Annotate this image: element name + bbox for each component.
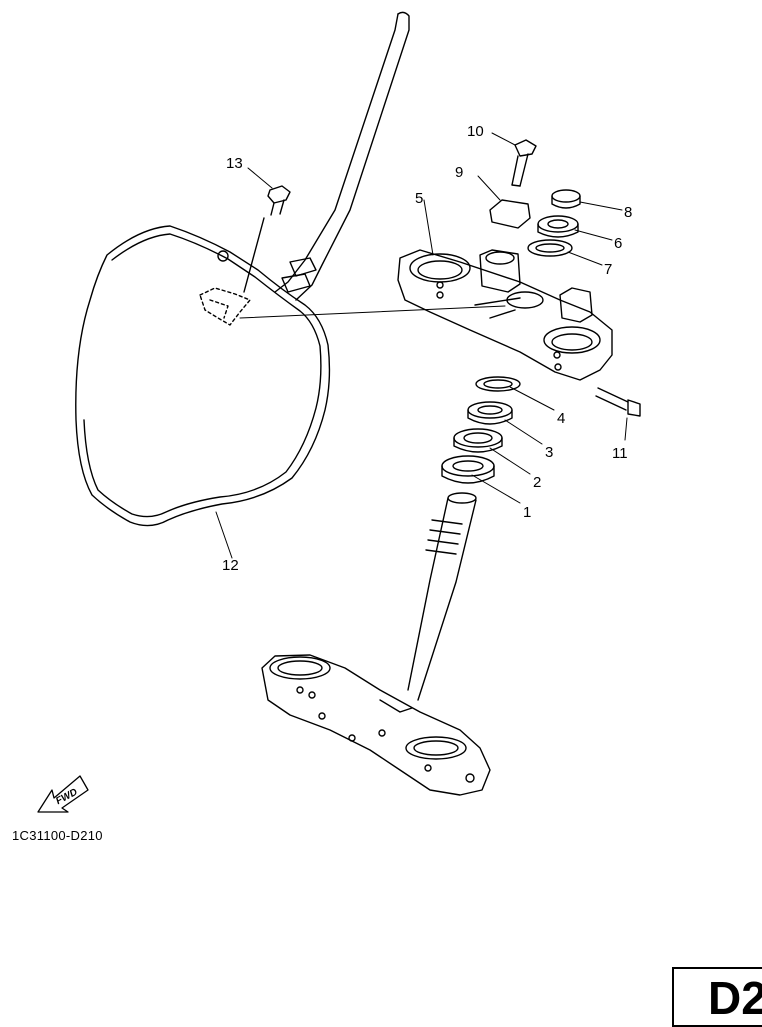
upper-bracket <box>397 249 613 381</box>
page-id: D2 <box>708 972 762 1024</box>
handlebar-holder <box>479 199 593 323</box>
washers <box>527 189 581 257</box>
fwd-arrow-icon: FWD <box>37 775 89 813</box>
mounting-line <box>239 305 506 319</box>
bolt-13 <box>243 185 291 293</box>
part-number-1: 1 <box>523 504 531 521</box>
number-plate <box>75 225 331 527</box>
bolt-10 <box>511 139 537 187</box>
part-number-7: 7 <box>604 261 612 278</box>
bearing-stack <box>441 376 521 484</box>
part-number-5: 5 <box>415 190 423 207</box>
part-number-8: 8 <box>624 204 632 221</box>
part-number-10: 10 <box>467 123 484 140</box>
plate-strip <box>274 11 410 301</box>
part-number-4: 4 <box>557 410 565 427</box>
part-number-6: 6 <box>614 235 622 252</box>
part-number-13: 13 <box>226 155 243 172</box>
part-number-3: 3 <box>545 444 553 461</box>
part-number-9: 9 <box>455 164 463 181</box>
page-id-box: D2 <box>672 967 762 1027</box>
bolt-11 <box>595 387 641 417</box>
leader-lines <box>215 132 628 559</box>
part-number-11: 11 <box>612 445 628 462</box>
diagram-code: 1C31100-D210 <box>12 828 103 843</box>
part-number-12: 12 <box>222 557 239 574</box>
part-number-2: 2 <box>533 474 541 491</box>
steering-stem <box>261 492 491 796</box>
